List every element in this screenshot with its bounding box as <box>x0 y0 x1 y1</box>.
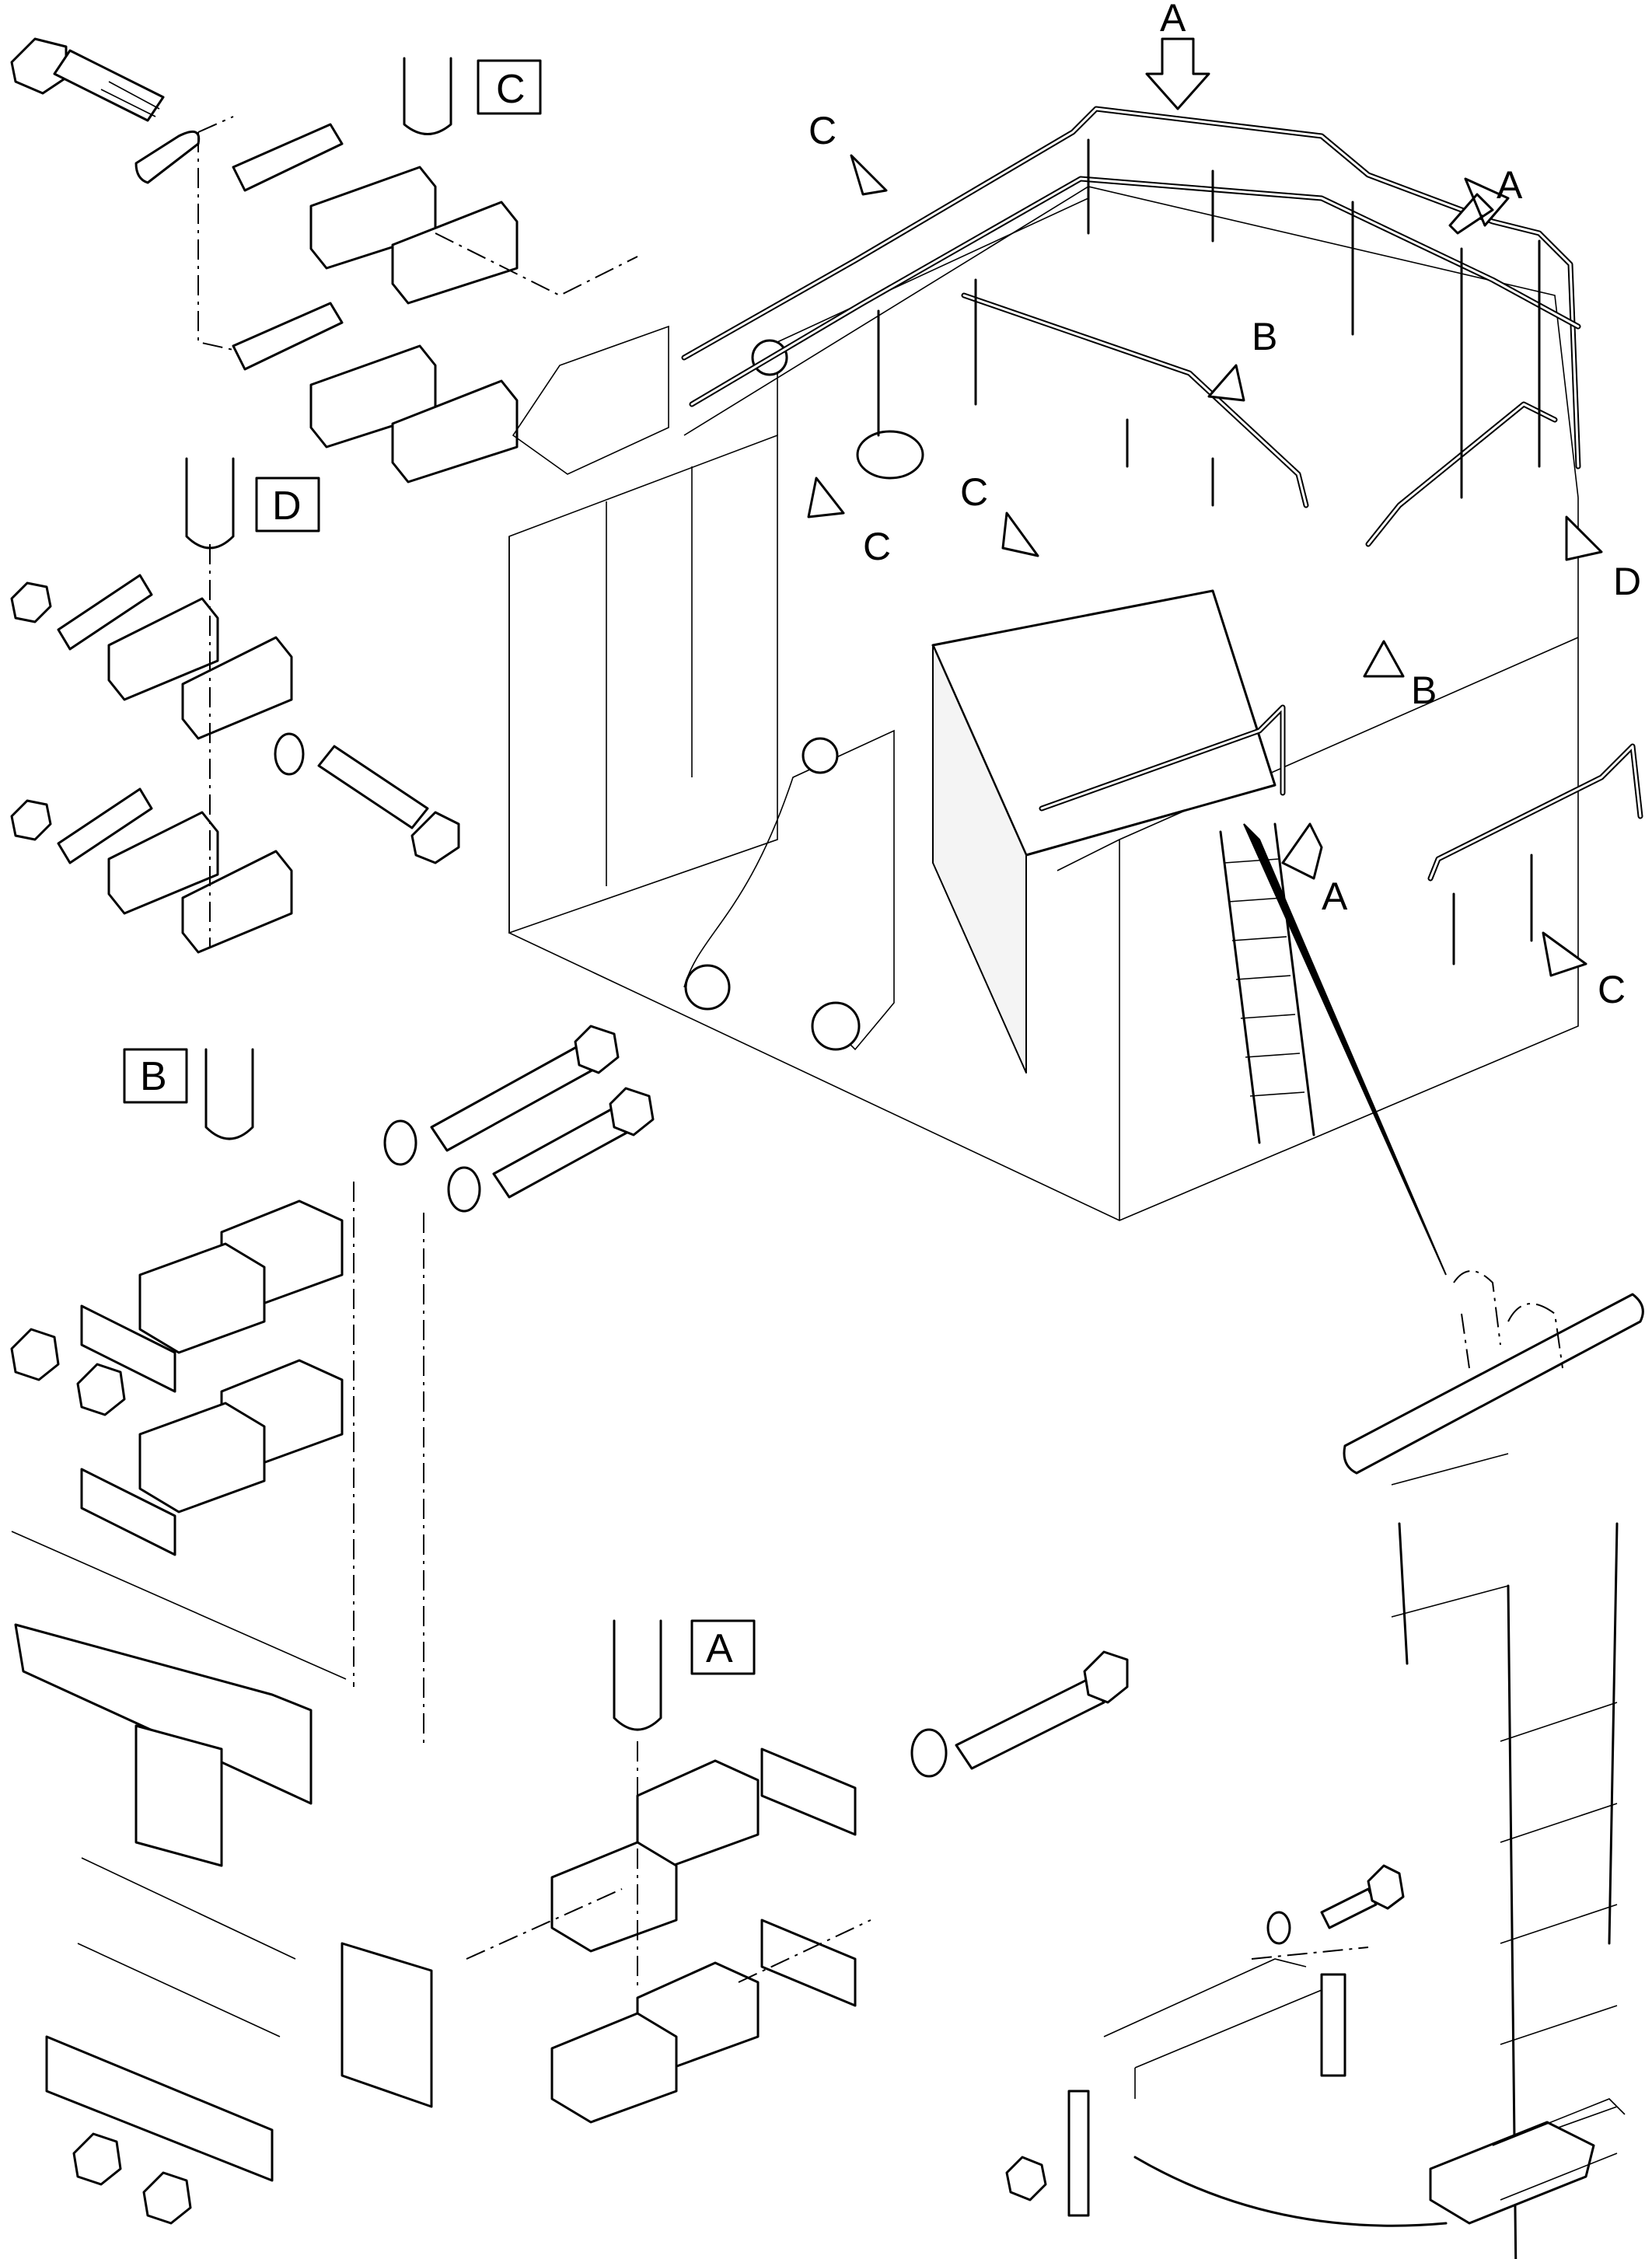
bolt <box>955 1678 1105 1770</box>
mounting-plate <box>134 1724 223 1867</box>
detail-b-exploded: B <box>10 1025 655 2225</box>
detail-c-label: C <box>496 67 526 112</box>
washer <box>383 1119 417 1166</box>
clamp-half <box>550 2012 678 2124</box>
nut <box>142 2171 192 2225</box>
clamp-half <box>138 1242 266 1354</box>
view-arrow-label: B <box>1411 669 1437 712</box>
clamp-half <box>107 811 219 915</box>
view-arrow-label: B <box>1252 315 1277 358</box>
detail-d-label-box <box>255 477 320 532</box>
clamp-plate <box>232 123 344 192</box>
detail-d-exploded: D <box>10 457 460 954</box>
machine-body <box>508 186 1579 1221</box>
washer <box>1266 1911 1291 1945</box>
view-arrow-a-low <box>1281 822 1323 880</box>
clamp-half <box>138 1402 266 1514</box>
mounting-plate <box>45 2035 274 2182</box>
nut <box>10 581 52 623</box>
nut <box>72 2132 122 2186</box>
detail-a-label: A <box>706 1626 733 1671</box>
nut <box>1005 2156 1047 2201</box>
bottom-bracket <box>1429 2121 1595 2225</box>
detail-c-label-box <box>477 59 542 115</box>
clamp-half <box>181 636 293 740</box>
detail-b-label: B <box>140 1054 167 1099</box>
view-arrow-label: A <box>1160 0 1186 40</box>
bracket-strap <box>1320 1973 1346 2077</box>
view-arrow-label: A <box>1497 163 1523 207</box>
detail-d-label: D <box>272 484 302 529</box>
washer <box>274 732 305 776</box>
view-arrow-label: A <box>1322 875 1348 918</box>
view-arrow-a-right <box>1448 177 1510 235</box>
washer <box>910 1728 948 1778</box>
nut <box>10 1328 60 1381</box>
detail-a-exploded: A <box>466 1619 1129 2124</box>
bolt <box>492 1106 631 1199</box>
detail-c-exploded: C <box>10 37 669 484</box>
top-tube <box>1343 1293 1644 1475</box>
handrails <box>681 106 1643 1276</box>
clamp-half <box>391 201 519 305</box>
washer <box>447 1166 481 1213</box>
view-arrow-c-mid <box>807 477 845 518</box>
view-arrows: A A A B B C C C C D <box>807 0 1641 1011</box>
view-arrow-label: C <box>809 109 836 152</box>
clamp-plate <box>57 787 153 864</box>
view-arrow-c-center <box>1001 512 1039 557</box>
ladder-detail <box>1005 1270 1644 2259</box>
clamp-half <box>181 850 293 954</box>
clamp-plate <box>232 302 344 371</box>
clamp-plate <box>80 1468 176 1556</box>
clamp-plate <box>80 1304 176 1393</box>
view-arrow-c-top <box>850 154 888 196</box>
washer-plate <box>134 130 201 184</box>
bolt <box>1320 1887 1378 1929</box>
detail-b-label-box <box>123 1048 188 1104</box>
bolt <box>10 37 165 122</box>
view-arrow-c-right <box>1542 931 1587 977</box>
mounting-plate <box>341 1942 433 2108</box>
view-arrow-b-top <box>1207 364 1245 402</box>
clamp-half <box>107 597 219 701</box>
view-arrow-a-top <box>1145 37 1210 110</box>
view-arrow-d <box>1565 515 1603 561</box>
view-arrow-label: D <box>1613 560 1641 603</box>
nut <box>76 1363 126 1416</box>
mounting-plate <box>14 1623 313 1805</box>
view-arrow-label: C <box>960 470 988 514</box>
bracket-strap <box>1067 2090 1090 2217</box>
view-arrow-label: C <box>1598 968 1626 1011</box>
detail-a-label-box <box>690 1619 756 1675</box>
clamp-plate <box>760 1747 857 1836</box>
clamp-plate <box>57 574 153 651</box>
view-arrow-b-right <box>1363 640 1405 678</box>
clamp-plate <box>760 1919 857 2007</box>
bolt <box>317 745 429 829</box>
view-arrow-label: C <box>863 525 891 568</box>
nut <box>10 799 52 841</box>
clamp-half <box>550 1841 678 1953</box>
clamp-half <box>636 1759 760 1867</box>
clamp-half <box>391 379 519 484</box>
